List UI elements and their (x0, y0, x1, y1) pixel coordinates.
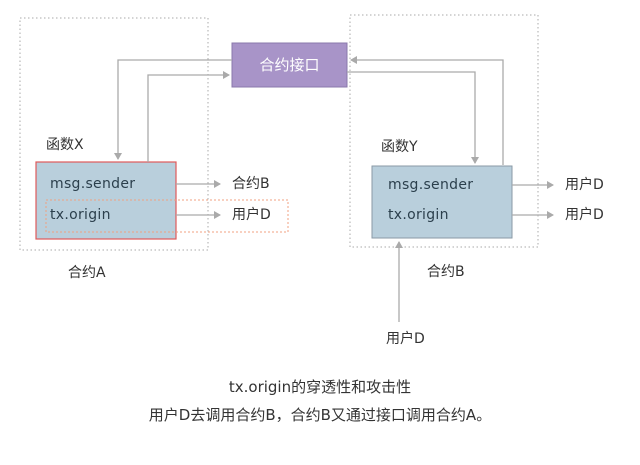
contract-a-sender-field: msg.sender (50, 176, 136, 192)
contract-b-container (349, 14, 539, 248)
contract-b-label: 合约B (427, 264, 465, 280)
interface-label: 合约接口 (259, 56, 320, 74)
contract-b-origin-target: 用户D (565, 207, 604, 223)
contract-a-container (19, 17, 209, 251)
arrow-a-to-interface-inner (147, 71, 230, 162)
contract-a-origin-field: tx.origin (50, 207, 111, 223)
origin-highlight-box (45, 199, 289, 233)
contract-a-label: 合约A (68, 265, 106, 281)
function-y-box (371, 165, 513, 239)
arrow-interface-to-b-inner (347, 71, 479, 164)
function-x-label: 函数X (46, 137, 84, 153)
contract-a-sender-target: 合约B (232, 176, 270, 192)
contract-b-origin-field: tx.origin (388, 207, 449, 223)
contract-a-origin-target: 用户D (232, 207, 271, 223)
arrow-b-to-interface-outer (350, 56, 504, 165)
caption-description: 用户D去调用合约B，合约B又通过接口调用合约A。 (148, 406, 492, 424)
contract-b-sender-field: msg.sender (388, 177, 474, 193)
caller-user-label: 用户D (386, 331, 425, 347)
contract-b-sender-target: 用户D (565, 177, 604, 193)
caption-title: tx.origin的穿透性和攻击性 (228, 378, 412, 396)
function-y-label: 函数Y (381, 139, 418, 155)
interface-box (231, 42, 348, 88)
arrow-interface-to-a-outer (114, 59, 232, 160)
